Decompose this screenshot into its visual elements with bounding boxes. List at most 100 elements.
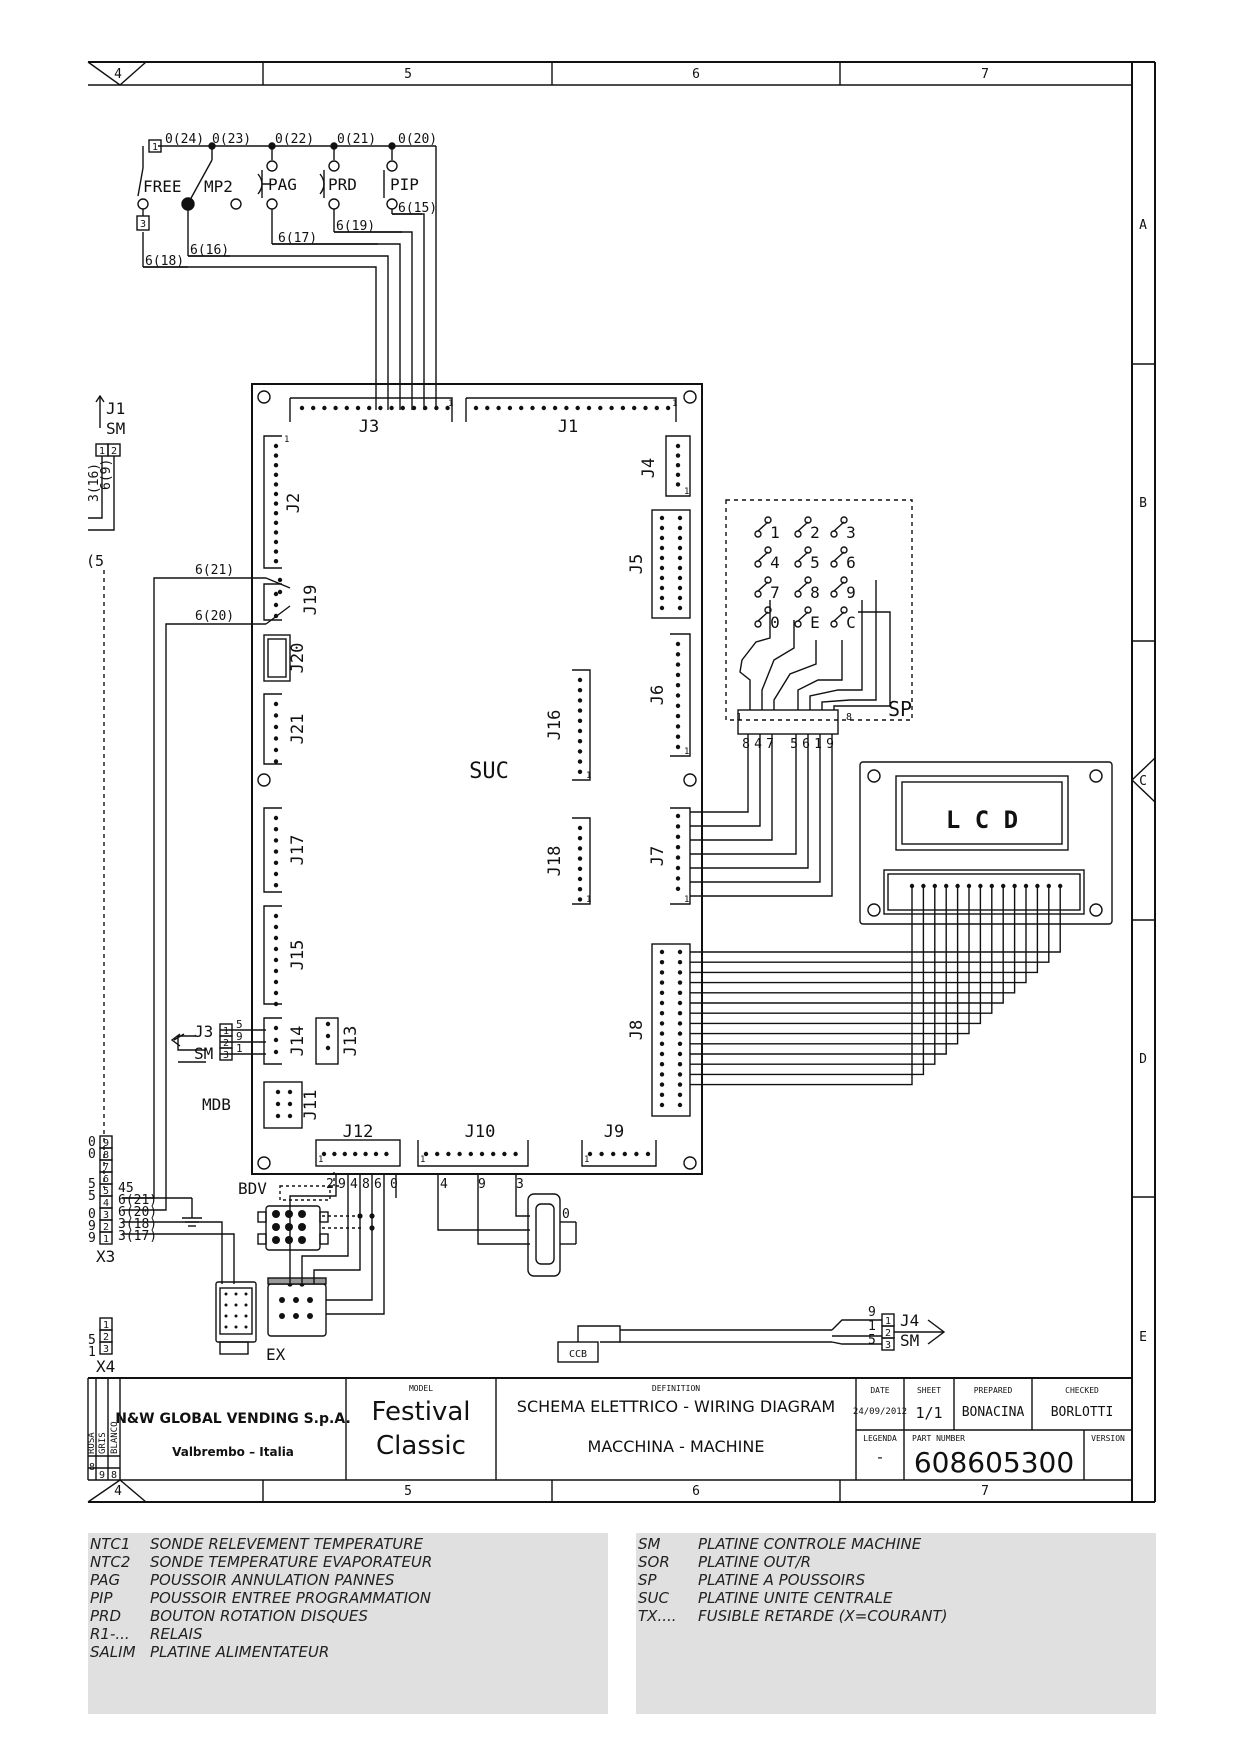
- connector-j18: J18: [545, 846, 565, 877]
- box-label: 2: [885, 1328, 891, 1339]
- x3-left: 0: [88, 1135, 96, 1150]
- connector-j9: J9: [604, 1122, 624, 1142]
- connector-pin: [275, 1113, 281, 1119]
- connector-pin: [675, 713, 681, 719]
- side-pin: 8: [111, 1470, 117, 1481]
- connector-pin: [273, 482, 279, 487]
- ccb-label: CCB: [569, 1349, 587, 1360]
- connector-pin: [273, 463, 279, 468]
- connector-pin: [273, 530, 279, 535]
- bus-wire: [690, 886, 1027, 984]
- x3-pin: 6: [103, 1174, 109, 1185]
- j4-pin: 9: [868, 1305, 876, 1320]
- ref-sm: SM: [194, 1044, 213, 1063]
- connector-pin: [659, 1102, 665, 1108]
- connector-pin: [587, 1151, 593, 1157]
- x3-pin: 9: [103, 1138, 109, 1149]
- legenda-value: -: [875, 1448, 884, 1466]
- x4-pin: 1: [103, 1320, 109, 1331]
- connector-pin: [273, 747, 279, 753]
- connector-pin: [677, 1092, 683, 1098]
- keypad-switch: [754, 606, 772, 628]
- connector-pin: [273, 759, 279, 764]
- sp-pin: 9: [826, 737, 834, 752]
- x3-wire: 3(17): [118, 1229, 157, 1244]
- connector-pin: [363, 1151, 368, 1157]
- col-label: 4: [114, 1484, 122, 1499]
- connector-pin: [675, 453, 681, 458]
- bus-wire: [690, 886, 913, 1086]
- connector-pin: [272, 1236, 280, 1244]
- connector-pin: [273, 1001, 279, 1007]
- connector-pin: [468, 1151, 473, 1157]
- connector-pin: [273, 924, 279, 930]
- connector-pin: [224, 1325, 228, 1329]
- key-2: 2: [810, 523, 820, 542]
- connector-pin: [423, 405, 428, 411]
- connector-pin: [659, 575, 665, 581]
- connector-pin: [273, 559, 279, 564]
- connector-pin: [677, 1051, 683, 1057]
- connector-pin: [577, 708, 583, 713]
- bus-wire: [690, 886, 993, 1014]
- connector-pin: [287, 1113, 293, 1119]
- model-line-1: Festival: [371, 1397, 470, 1427]
- prepared-header: PREPARED: [974, 1386, 1013, 1395]
- pin-one: 1: [586, 895, 591, 905]
- connector-pin: [273, 491, 279, 497]
- connector-pin: [577, 698, 583, 703]
- connector-pin: [675, 482, 681, 487]
- connector-pin: [285, 1210, 293, 1218]
- box-label: 2: [111, 446, 117, 457]
- connector-pin: [435, 1151, 440, 1157]
- connector-pin: [659, 1072, 665, 1077]
- connector-pin: [273, 1037, 279, 1043]
- bus-wire: [690, 886, 1004, 1004]
- connector-pin: [275, 1089, 281, 1095]
- connector-pin: [541, 405, 546, 411]
- j4-pin: 1: [868, 1319, 876, 1334]
- keypad-sp: [690, 499, 913, 897]
- sp-pin: 4: [754, 737, 762, 752]
- sp-pin: 8: [742, 737, 750, 752]
- x4-pin: 2: [103, 1332, 109, 1343]
- connector-pin: [665, 405, 671, 411]
- connector-pin: [675, 734, 681, 739]
- pin-one: 1: [684, 747, 689, 757]
- subd-connector: [437, 1174, 577, 1277]
- connector-pin: [659, 565, 665, 571]
- j4-pin: 5: [868, 1333, 876, 1348]
- connector-pin: [677, 960, 683, 965]
- box-label: 1: [223, 1026, 229, 1037]
- ref-j4: J4: [900, 1311, 919, 1330]
- key-4: 4: [770, 553, 780, 572]
- connector-pin: [273, 849, 279, 854]
- connector-pin: [659, 1082, 665, 1087]
- connector-pin: [496, 405, 501, 411]
- legend-desc: POUSSOIR ENTREE PROGRAMMATION: [150, 1589, 432, 1607]
- keypad-switch: [794, 516, 812, 538]
- ref-cut: (5: [86, 552, 104, 570]
- lcd-labels: L C D: [946, 806, 1018, 834]
- connector-pin: [325, 1021, 331, 1027]
- key-8: 8: [810, 583, 820, 602]
- connector-pin: [273, 883, 279, 888]
- key-e: E: [810, 613, 820, 632]
- connector-pin: [677, 1102, 683, 1108]
- pin-one: 1: [284, 435, 289, 445]
- connector-pin: [473, 405, 479, 411]
- connector-pin: [273, 511, 279, 516]
- definition-line-1: SCHEMA ELETTRICO - WIRING DIAGRAM: [517, 1397, 835, 1416]
- connector-pin: [378, 405, 383, 411]
- connector-pin: [234, 1292, 238, 1296]
- connector-pin: [224, 1314, 228, 1318]
- legend-code: PRD: [90, 1607, 122, 1625]
- connector-pin: [659, 960, 665, 965]
- legend-desc: POUSSOIR ANNULATION PANNES: [150, 1571, 395, 1589]
- connector-pin: [675, 472, 681, 477]
- part-number: 608605300: [914, 1446, 1074, 1479]
- date-header: DATE: [870, 1386, 889, 1395]
- switch-labels: 1 3 0(24) 0(23) 0(22) 0(21) 0(20) FREE M…: [140, 132, 437, 269]
